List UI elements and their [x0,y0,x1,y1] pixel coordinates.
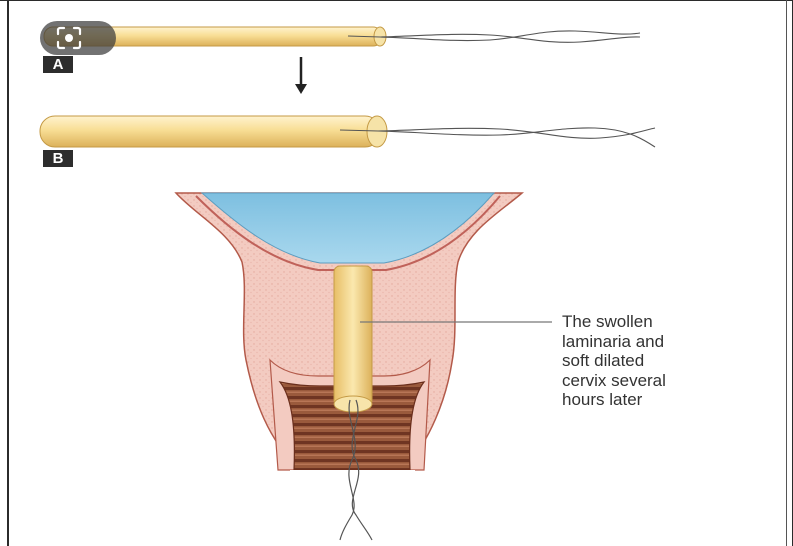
annotation-line-5: hours later [562,390,772,410]
panel-label-a: A [43,56,73,73]
laminaria-in-cervix [334,266,372,412]
annotation-line-2: laminaria and [562,332,772,352]
down-arrow [295,57,307,94]
string-a [348,31,640,42]
annotation-line-3: soft dilated [562,351,772,371]
panel-label-b: B [43,150,73,167]
annotation-line-4: cervix several [562,371,772,391]
string-b [340,128,655,147]
lens-scan-icon [54,25,84,51]
annotation-line-1: The swollen [562,312,772,332]
annotation-text: The swollen laminaria and soft dilated c… [562,312,772,410]
laminaria-rod-b [40,116,387,147]
lens-scan-button[interactable] [40,21,116,55]
